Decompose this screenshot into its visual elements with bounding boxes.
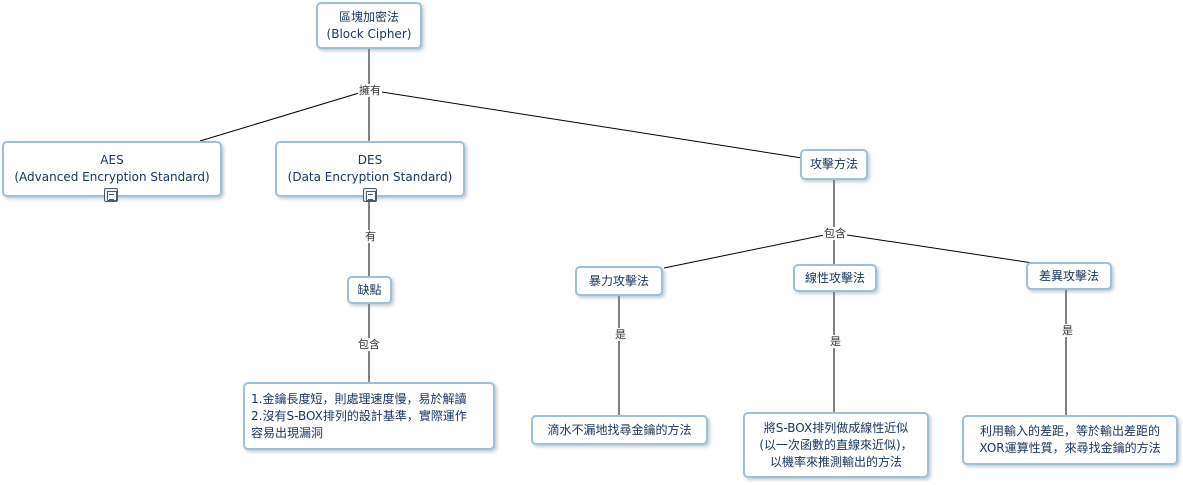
attack-methods-node[interactable]: 攻擊方法 [800,149,868,180]
differential-attack-detail-node[interactable]: 利用輸入的差距，等於輸出差距的 XOR運算性質，來尋找金鑰的方法 [962,415,1178,465]
linear-attack-label: 線性攻擊法 [804,270,865,285]
brute-force-detail: 滴水不漏地找尋金鑰的方法 [547,422,692,437]
des-title: DES [357,153,383,167]
linear-attack-detail-node[interactable]: 將S-BOX排列做成線性近似 (以一次函數的直線來近似)， 以機率來推測輸出的方… [743,412,929,478]
aes-subtitle: (Advanced Encryption Standard) [14,170,210,184]
linear-detail-line: (以一次函數的直線來近似)， [759,437,913,452]
differential-attack-label: 差異攻擊法 [1038,268,1099,283]
linear-attack-node[interactable]: 線性攻擊法 [793,264,877,292]
root-node-block-cipher[interactable]: 區塊加密法 (Block Cipher) [316,2,422,49]
edge-label-brute-is: 是 [614,328,627,341]
weakness-label: 缺點 [357,282,382,297]
weakness-detail-line: 容易出現漏洞 [251,425,324,440]
weakness-detail-line: 1.金鑰長度短，則處理速度慢，易於解讀 [251,391,467,406]
brute-force-node[interactable]: 暴力攻擊法 [575,266,663,296]
linear-detail-line: 以機率來推測輸出的方法 [769,454,902,469]
differential-detail-line: 利用輸入的差距，等於輸出差距的 [979,424,1160,438]
des-subtitle: (Data Encryption Standard) [287,170,453,184]
edge-label-attack-includes: 包含 [823,227,847,240]
des-node[interactable]: DES (Data Encryption Standard) [275,141,465,197]
aes-node[interactable]: AES (Advanced Encryption Standard) [2,141,222,197]
note-icon[interactable] [104,188,118,202]
edge-label-weakness-includes: 包含 [357,338,381,351]
root-subtitle: (Block Cipher) [326,26,412,41]
aes-title: AES [100,153,124,167]
brute-force-label: 暴力攻擊法 [588,273,649,288]
differential-attack-node[interactable]: 差異攻擊法 [1026,262,1112,290]
edge-label-differential-is: 是 [1061,324,1074,337]
brute-force-detail-node[interactable]: 滴水不漏地找尋金鑰的方法 [531,415,708,445]
note-icon[interactable] [363,188,377,202]
edge-label-linear-is: 是 [829,335,842,348]
linear-detail-line: 將S-BOX排列做成線性近似 [763,420,909,435]
weakness-node[interactable]: 缺點 [347,276,392,304]
edge-label-has: 擁有 [358,84,382,97]
weakness-detail-line: 2.沒有S-BOX排列的設計基準，實際運作 [251,408,467,423]
edge-label-des-has: 有 [364,230,377,243]
weakness-detail-node[interactable]: 1.金鑰長度短，則處理速度慢，易於解讀 2.沒有S-BOX排列的設計基準，實際運… [243,382,495,450]
differential-detail-line: XOR運算性質，來尋找金鑰的方法 [979,441,1161,455]
attack-methods-label: 攻擊方法 [809,157,858,171]
root-title: 區塊加密法 [338,9,399,24]
